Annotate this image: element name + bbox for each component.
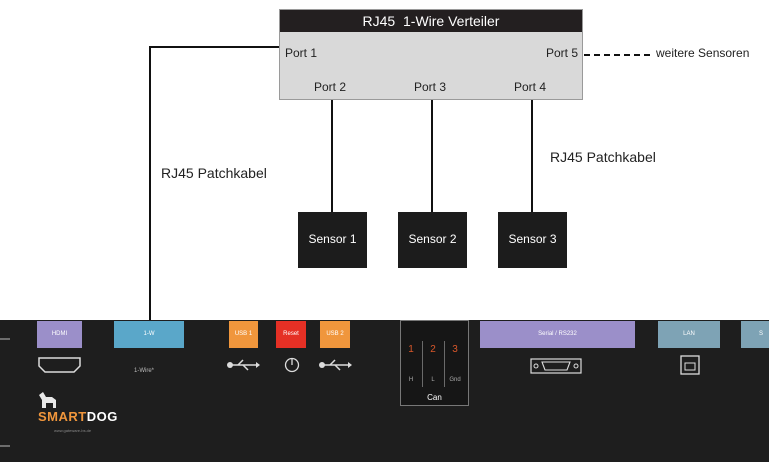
port-5-label: Port 5 xyxy=(546,46,579,60)
sensor-2-label: Sensor 2 xyxy=(408,232,457,246)
serial-rs232-port: Serial / RS232 xyxy=(480,321,635,348)
cable-port1-to-1wire xyxy=(149,46,279,321)
dog-icon xyxy=(39,392,56,408)
cut-off-port: S xyxy=(741,321,769,348)
can-label: Can xyxy=(427,393,442,402)
more-sensors-label: weitere Sensoren xyxy=(656,46,750,60)
rj45-1wire-distributor: RJ45 1-Wire Verteiler Port 1 Port 5 Port… xyxy=(279,9,583,100)
patch-cable-label-right: RJ45 Patchkabel xyxy=(550,149,656,165)
can-terminal-3: 3 Gnd xyxy=(445,341,467,387)
can-terminal-1: 1 H xyxy=(401,341,423,387)
can-terminal-1-number: 1 xyxy=(408,344,414,355)
sensor-1-label: Sensor 1 xyxy=(308,232,357,246)
usb-icon xyxy=(227,359,260,371)
port-1-label: Port 1 xyxy=(285,46,318,60)
serial-connector-icon xyxy=(530,358,582,374)
onewire-sub-label: 1-Wire* xyxy=(134,368,155,374)
panel-edge-mark xyxy=(0,445,10,447)
usb1-port: USB 1 xyxy=(229,321,258,348)
can-terminal-3-signal: Gnd xyxy=(449,377,461,383)
sensor-3-label: Sensor 3 xyxy=(508,232,557,246)
logo-wordmark: SMARTDOG xyxy=(38,409,118,424)
onewire-port: 1-W xyxy=(114,321,184,348)
sensor-2: Sensor 2 xyxy=(398,212,467,268)
lan-port: LAN xyxy=(658,321,720,348)
can-terminal-2: 2 L xyxy=(423,341,445,387)
panel-edge-mark xyxy=(0,338,10,340)
patch-cable-label-left: RJ45 Patchkabel xyxy=(161,165,267,181)
power-icon xyxy=(284,357,300,373)
can-terminal-block: 1 H 2 L 3 Gnd Can xyxy=(400,320,469,406)
usb2-port: USB 2 xyxy=(320,321,350,348)
logo-tagline: www.gateware-bs.de xyxy=(54,428,92,433)
can-terminal-2-number: 2 xyxy=(430,344,436,355)
can-terminal-2-signal: L xyxy=(431,377,435,383)
logo-dog: DOG xyxy=(86,409,118,424)
sensor-1: Sensor 1 xyxy=(298,212,367,268)
smartdog-device-panel: HDMI 1-W USB 1 Reset USB 2 Serial / RS23… xyxy=(0,320,769,462)
port-4-label: Port 4 xyxy=(514,80,547,94)
logo-smart: SMART xyxy=(38,409,87,424)
can-terminal-3-number: 3 xyxy=(452,344,458,355)
port-3-label: Port 3 xyxy=(414,80,447,94)
hdmi-port: HDMI xyxy=(37,321,82,348)
usb-icon xyxy=(319,359,352,371)
hdmi-connector-icon xyxy=(38,357,81,373)
reset-button: Reset xyxy=(276,321,306,348)
port-2-label: Port 2 xyxy=(314,80,347,94)
ethernet-icon xyxy=(680,355,700,375)
sensor-3: Sensor 3 xyxy=(498,212,567,268)
distributor-title: RJ45 1-Wire Verteiler xyxy=(280,10,582,32)
can-terminal-1-signal: H xyxy=(408,377,414,383)
